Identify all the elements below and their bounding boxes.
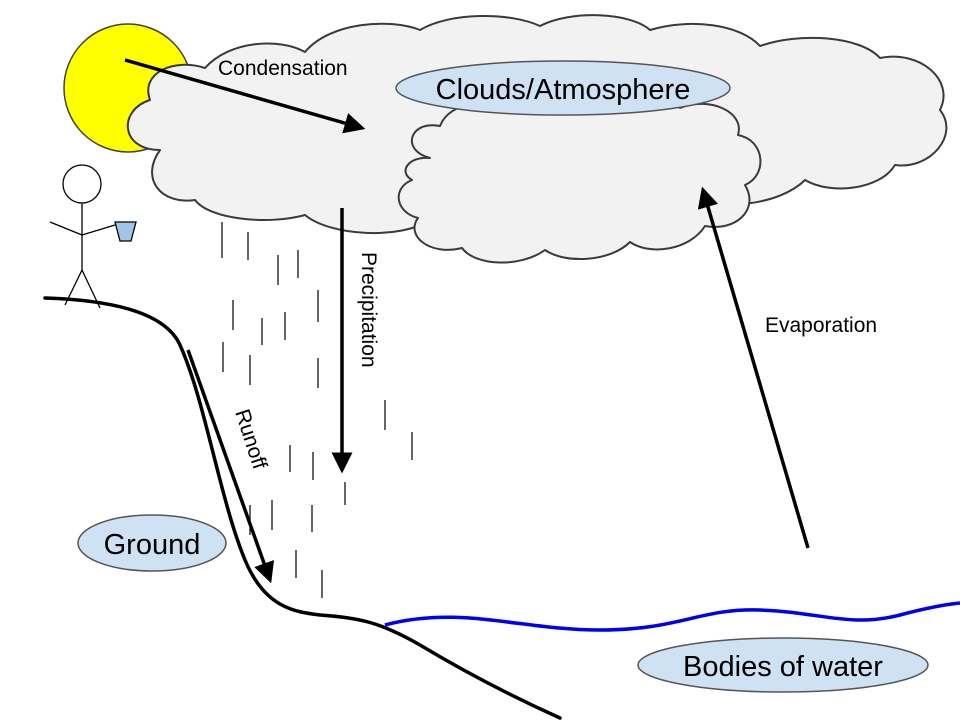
stick-figure-icon: [49, 164, 116, 309]
precipitation-label: Precipitation: [357, 252, 380, 368]
condensation-label: Condensation: [218, 57, 348, 80]
condensation-arrow: [124, 58, 366, 134]
ground-line: [43, 296, 562, 720]
ground-text: Ground: [104, 529, 201, 561]
runoff-label: Runoff: [230, 406, 271, 472]
bucket-icon: [114, 221, 137, 242]
cloud-icon: [397, 95, 762, 264]
bodies-of-water-label: Bodies of water: [637, 637, 929, 693]
ground-label: Ground: [77, 514, 227, 572]
clouds-atmosphere-text: Clouds/Atmosphere: [436, 74, 691, 106]
evaporation-arrow: [697, 186, 810, 549]
bodies-of-water-text: Bodies of water: [683, 651, 883, 683]
runoff-arrow: [186, 349, 275, 584]
water-line: [384, 601, 960, 632]
clouds-atmosphere-label: Clouds/Atmosphere: [395, 60, 731, 116]
rain-icon: [221, 222, 413, 598]
evaporation-label: Evaporation: [765, 314, 877, 337]
